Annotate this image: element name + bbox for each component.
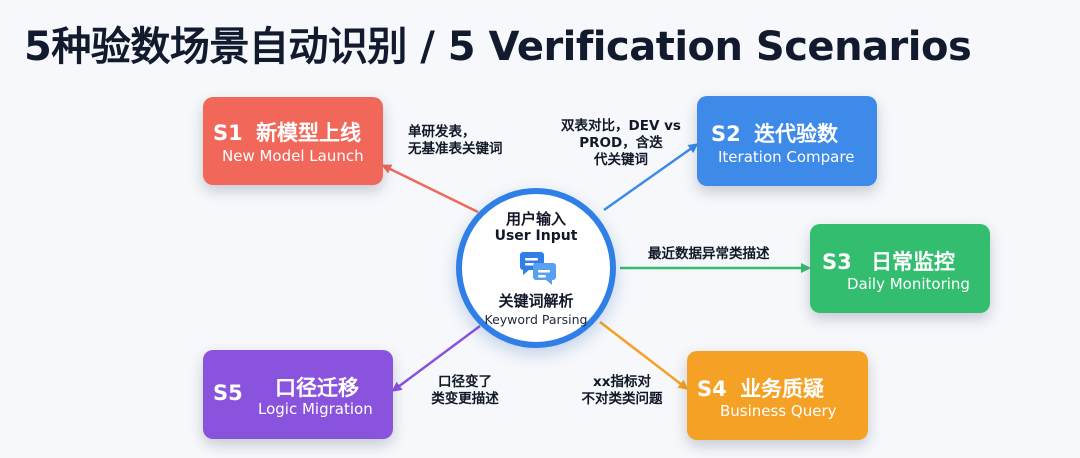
scenario-id: S3 xyxy=(822,250,852,274)
scenario-title-cn: 口径迁移 xyxy=(275,376,359,400)
hub-parse-en: Keyword Parsing xyxy=(484,312,588,327)
scenario-id: S5 xyxy=(213,381,243,405)
scenario-id: S1 xyxy=(213,121,243,145)
scenario-title-en: New Model Launch xyxy=(222,147,364,165)
hub-title-en: User Input xyxy=(494,228,578,244)
page-title: 5种验数场景自动识别 / 5 Verification Scenarios xyxy=(24,24,972,70)
trigger-label-s3: 最近数据异常类描述 xyxy=(648,246,770,262)
arrow-to-s1 xyxy=(381,164,479,214)
trigger-label-s1: 单研发表， 无基准表关键词 xyxy=(408,124,503,157)
scenario-title-en: Iteration Compare xyxy=(718,148,855,166)
scenario-card-s5[interactable]: S5 口径迁移 Logic Migration xyxy=(203,350,393,439)
hub-title-cn: 用户输入 xyxy=(505,210,566,228)
arrow-to-s2 xyxy=(603,143,699,212)
chat-bubbles-icon xyxy=(518,252,558,288)
scenario-title-en: Daily Monitoring xyxy=(847,275,970,293)
trigger-label-s2: 双表对比，DEV vs PROD，含迭 代关键词 xyxy=(561,118,681,168)
trigger-label-s4: xx指标对 不对类类问题 xyxy=(581,374,663,407)
user-input-hub: 用户输入 User Input 关键词解析 Keyword Parsing xyxy=(456,188,616,348)
scenario-id: S2 xyxy=(711,122,741,146)
scenario-card-s1[interactable]: S1 新模型上线 New Model Launch xyxy=(203,97,383,185)
scenario-card-s3[interactable]: S3 日常监控 Daily Monitoring xyxy=(810,224,990,313)
scenario-title-cn: 日常监控 xyxy=(871,250,956,274)
scenario-id: S4 xyxy=(697,377,727,401)
scenario-title-cn: 新模型上线 xyxy=(256,121,362,145)
hub-parse-cn: 关键词解析 xyxy=(498,292,574,310)
scenario-title-cn: 业务质疑 xyxy=(740,377,825,401)
scenario-title-cn: 迭代验数 xyxy=(754,122,839,146)
scenario-card-s4[interactable]: S4 业务质疑 Business Query xyxy=(687,351,868,440)
trigger-label-s5: 口径变了 类变更描述 xyxy=(431,374,499,407)
arrow-to-s5 xyxy=(391,324,481,392)
arrow-to-s4 xyxy=(599,321,689,390)
scenario-title-en: Business Query xyxy=(720,402,837,420)
scenario-card-s2[interactable]: S2 迭代验数 Iteration Compare xyxy=(697,96,877,186)
scenario-title-en: Logic Migration xyxy=(258,400,373,418)
